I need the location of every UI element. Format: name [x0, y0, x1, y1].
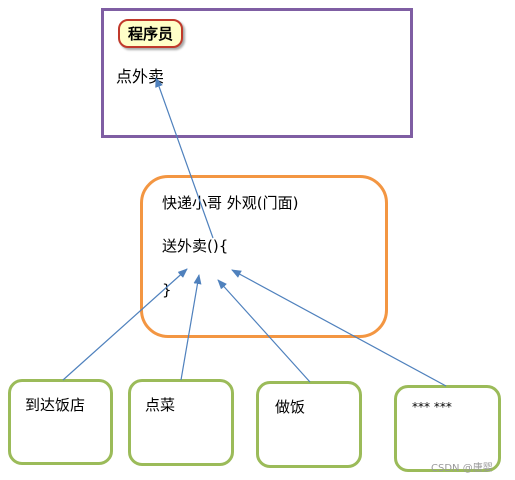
facade-box: 快递小哥 外观(门面) 送外卖(){ } [140, 175, 388, 338]
arrow-order-to-facade [180, 274, 202, 381]
facade-method-close: } [162, 281, 172, 299]
subsystem-label: 做饭 [275, 398, 306, 416]
programmer-box: 程序员 点外卖 [101, 8, 413, 138]
subsystem-label: 点菜 [145, 396, 176, 414]
programmer-action: 点外卖 [116, 67, 165, 86]
subsystem-label: 到达饭店 [25, 396, 86, 414]
subsystem-box-order-dishes: 点菜 [128, 379, 234, 466]
watermark: CSDN @唐婴 [431, 463, 493, 474]
facade-title: 快递小哥 外观(门面) [162, 194, 299, 212]
facade-method: 送外卖(){ [162, 237, 229, 255]
subsystem-box-cook: 做饭 [256, 381, 362, 468]
arrow-arrive-to-facade [62, 268, 188, 381]
arrow-cook-to-facade [217, 279, 311, 383]
subsystem-box-arrive-restaurant: 到达饭店 [8, 379, 113, 465]
arrow-other-to-facade [231, 269, 447, 387]
subsystem-label: *** *** [412, 400, 452, 414]
subsystem-box-other: *** *** [394, 385, 501, 472]
programmer-badge: 程序员 [118, 19, 184, 48]
arrow-facade-to-programmer [155, 77, 214, 239]
